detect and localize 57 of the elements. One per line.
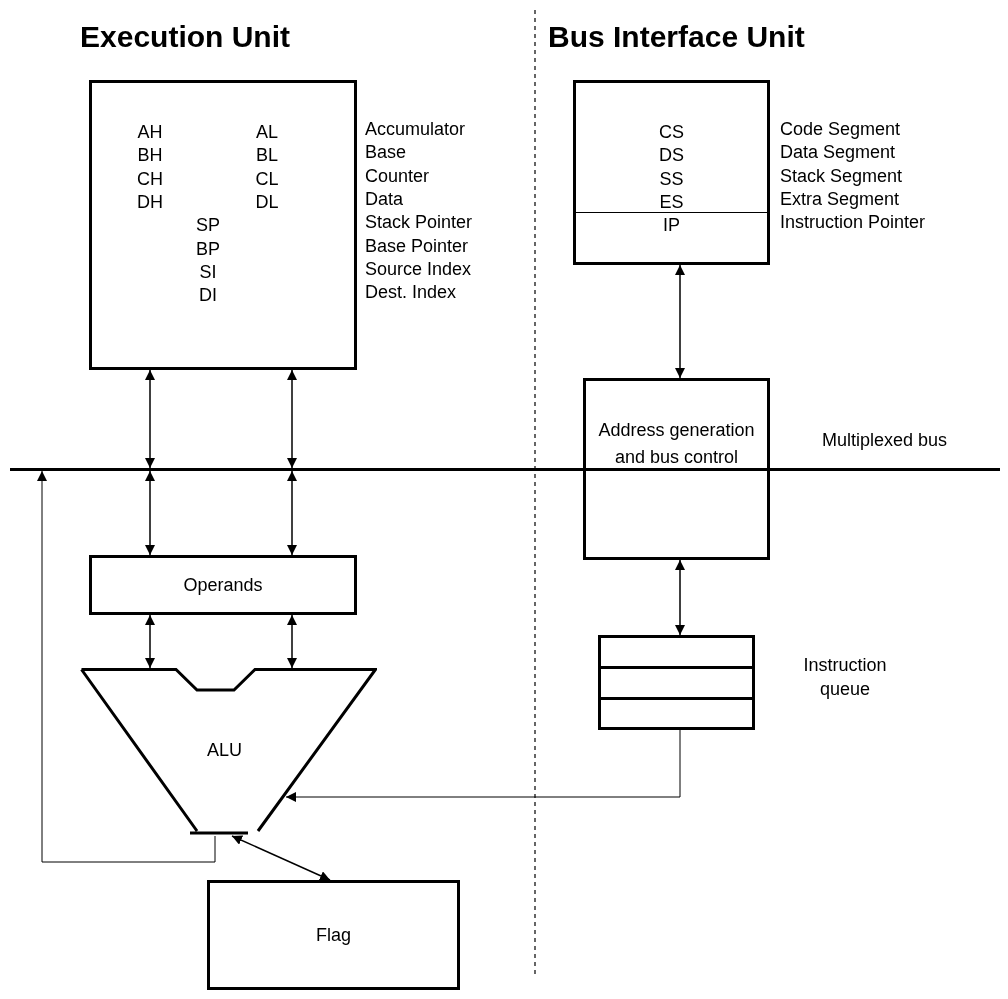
register-description: Data	[365, 188, 404, 209]
flag-box	[207, 880, 460, 990]
register-file-box	[89, 80, 357, 370]
register-description: Extra Segment	[780, 188, 900, 209]
queue-label: Instruction queue	[802, 654, 888, 701]
register-name: BL	[255, 145, 279, 166]
register-name: SI	[198, 261, 218, 282]
register-description: Data Segment	[780, 142, 896, 163]
unit-heading: Execution Unit	[80, 20, 290, 54]
alu-trapezoid	[80, 668, 377, 835]
register-name: SS	[658, 168, 685, 189]
register-description: Base	[365, 142, 407, 163]
arrow	[37, 470, 216, 863]
double-arrow	[675, 264, 685, 379]
register-name: AH	[136, 122, 164, 142]
register-name: IP	[662, 215, 681, 236]
double-arrow	[287, 614, 297, 669]
box-label: Address generation and bus control	[597, 419, 756, 469]
register-name: AL	[255, 122, 279, 142]
register-name: DS	[658, 145, 685, 166]
double-arrow	[287, 369, 297, 469]
register-description: Stack Pointer	[365, 212, 473, 233]
register-description: Code Segment	[780, 119, 901, 139]
instruction-queue-box	[598, 635, 755, 730]
double-arrow	[231, 835, 331, 881]
double-arrow	[675, 559, 685, 636]
operands-box	[89, 555, 357, 615]
register-name: ES	[658, 191, 685, 212]
register-description: Stack Segment	[780, 165, 903, 186]
register-description: Dest. Index	[365, 282, 457, 303]
address-control-box	[583, 378, 770, 560]
unit-heading: Bus Interface Unit	[548, 20, 805, 54]
double-arrow	[287, 470, 297, 556]
register-name: BP	[195, 238, 221, 259]
register-name: DL	[254, 191, 280, 212]
register-name: CL	[254, 168, 280, 189]
register-name: CH	[136, 168, 164, 189]
register-name: CS	[658, 122, 685, 142]
double-arrow	[145, 614, 155, 669]
register-description: Base Pointer	[365, 235, 469, 256]
double-arrow	[145, 369, 155, 469]
bus-label: Multiplexed bus	[822, 430, 948, 450]
box-label: Operands	[183, 575, 263, 595]
register-description: Accumulator	[365, 119, 466, 139]
box-label: Flag	[316, 925, 351, 945]
register-description: Instruction Pointer	[780, 212, 926, 233]
register-description: Source Index	[365, 258, 472, 279]
register-description: Counter	[365, 165, 430, 186]
register-name: BH	[136, 145, 164, 166]
segment-register-box	[573, 80, 770, 265]
alu-label: ALU	[207, 740, 242, 760]
register-name: DI	[198, 285, 218, 306]
register-name: DH	[136, 191, 164, 212]
arrow	[285, 729, 681, 802]
register-name: SP	[195, 215, 221, 236]
double-arrow	[145, 470, 155, 556]
bus-line	[10, 468, 1000, 471]
